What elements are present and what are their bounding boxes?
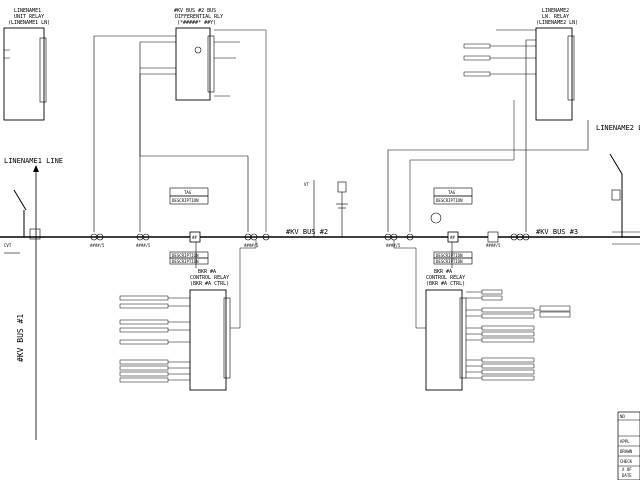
svg-text:VT: VT [304,182,309,187]
svg-text:X OF: X OF [622,467,632,472]
title-block: NO APPL DRAWN CHECK X OF DATE [617,411,640,480]
svg-text:DESCRIPTION: DESCRIPTION [172,198,199,203]
control-relay-right-box [425,289,463,391]
right-bus-devices: ####/5 ## ####/5 TAG DESCRIPTION DESCRIP… [384,187,530,265]
control-relay-right-group: BKR #A CONTROL RELAY (BKR #A CTRL) [393,240,571,391]
disconnect-switch [609,153,623,175]
svg-text:LN. RELAY: LN. RELAY [542,14,569,20]
linename2-line-label: LINENAME2 LI [596,124,640,132]
svg-text:(*#####* ##Y): (*#####* ##Y) [177,20,216,26]
relay-title: LINENAME2 [542,8,569,14]
svg-text:CONTROL RELAY: CONTROL RELAY [426,275,465,281]
svg-text:TAG: TAG [184,190,192,195]
center-vt-group: VT [304,180,348,237]
svg-text:DESCRIPTION: DESCRIPTION [436,253,463,258]
relay-title: LINENAME1 [14,8,41,14]
breaker-box [447,231,459,243]
svg-text:####/5: ####/5 [136,243,151,248]
ct-box [29,228,41,240]
bus2-label: #KV BUS #2 [286,228,328,236]
diff-relay-group: #KV BUS #2 BUS DIFFERENTIAL RLY (*#####*… [93,8,267,232]
svg-text:##: ## [192,235,197,240]
svg-text:DESCRIPTION: DESCRIPTION [436,198,463,203]
svg-text:NO: NO [620,414,625,419]
linename1-line-label: LINENAME1 LINE [4,157,63,165]
disconnect-switch [13,189,27,211]
svg-text:####/5: ####/5 [486,243,501,248]
left-bus-devices: ####/5 ####/5 ## ####/5 TAG DESCRIPTION … [90,187,270,265]
svg-text:DIFFERENTIAL RLY: DIFFERENTIAL RLY [175,14,223,20]
svg-text:DATE: DATE [622,473,632,478]
svg-text:TAG: TAG [448,190,456,195]
control-relay-left-box [189,289,227,391]
linename1-line-group: LINENAME1 LINE CVT #KV BUS #1 [4,157,63,440]
relay-title: BKR #A [434,269,452,275]
svg-text:####/5: ####/5 [386,243,401,248]
svg-text:(LINENAME1 LN): (LINENAME1 LN) [8,20,50,26]
motor-operator-icon [430,212,442,224]
breaker-box [189,231,201,243]
svg-text:(BKR #A CTRL): (BKR #A CTRL) [426,281,465,287]
bus3-label: #KV BUS #3 [536,228,578,236]
relay-title: BKR #A [198,269,216,275]
svg-text:(LINENAME2 LN): (LINENAME2 LN) [536,20,578,26]
linename2-line-group: LINENAME2 LI [596,124,640,245]
relay-title: #KV BUS #2 BUS [174,8,216,14]
svg-text:DESCRIPTION: DESCRIPTION [436,259,463,264]
svg-text:CHECK: CHECK [620,459,633,464]
svg-text:APPL: APPL [620,439,630,444]
svg-text:DRAWN: DRAWN [620,449,633,454]
svg-text:DESCRIPTION: DESCRIPTION [172,253,199,258]
relay-coil-icon [194,46,202,54]
svg-text:UNIT RELAY: UNIT RELAY [14,14,44,20]
svg-text:####/5: ####/5 [90,243,105,248]
linename1-relay-box [3,27,45,121]
cvt-label: CVT [4,243,12,248]
svg-text:(BKR #A CTRL): (BKR #A CTRL) [190,281,229,287]
svg-text:DESCRIPTION: DESCRIPTION [172,259,199,264]
svg-text:CONTROL RELAY: CONTROL RELAY [190,275,229,281]
svg-text:##: ## [450,235,455,240]
linename1-relay-group: LINENAME1 UNIT RELAY (LINENAME1 LN) [3,8,50,121]
linename2-relay-box [535,27,573,121]
bus1-label: #KV BUS #1 [16,314,25,362]
linename2-relay-group: LINENAME2 LN. RELAY (LINENAME2 LN) [387,8,589,232]
svg-text:####/5: ####/5 [244,243,259,248]
control-relay-left-group: BKR #A CONTROL RELAY (BKR #A CTRL) [119,240,257,391]
diff-relay-box [175,27,211,101]
arrow-up-icon [33,165,39,172]
